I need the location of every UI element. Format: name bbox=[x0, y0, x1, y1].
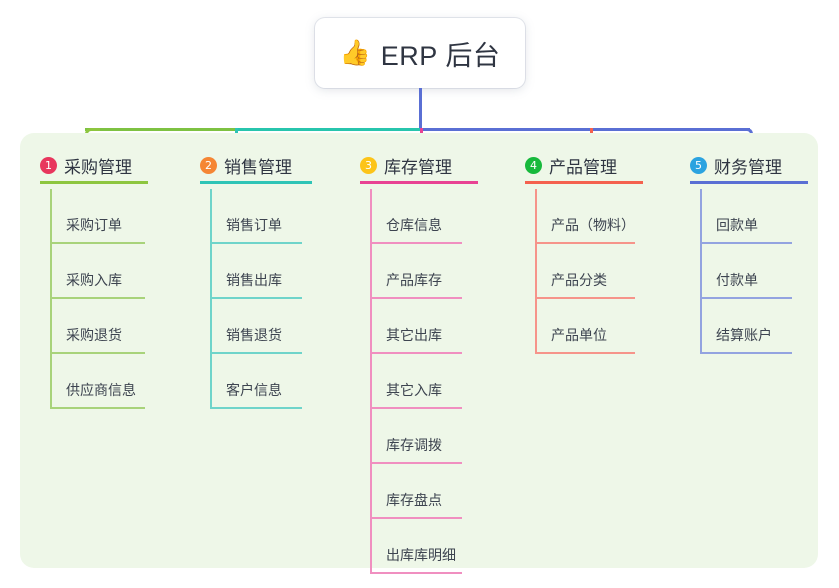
list-item-label: 供应商信息 bbox=[66, 382, 136, 398]
list-item-label: 结算账户 bbox=[716, 327, 772, 343]
item-underline bbox=[535, 297, 635, 299]
column-title: 库存管理 bbox=[384, 158, 452, 177]
item-underline bbox=[700, 352, 792, 354]
item-spine bbox=[370, 409, 372, 464]
item-spine bbox=[210, 354, 212, 409]
item-spine bbox=[535, 244, 537, 299]
item-underline bbox=[50, 297, 145, 299]
list-item-label: 销售订单 bbox=[226, 217, 282, 233]
item-underline bbox=[370, 242, 462, 244]
item-underline bbox=[370, 297, 462, 299]
item-underline bbox=[700, 242, 792, 244]
column-header-3[interactable]: 3 库存管理 bbox=[360, 153, 452, 178]
item-spine bbox=[700, 189, 702, 244]
item-underline bbox=[370, 572, 462, 574]
item-underline bbox=[535, 352, 635, 354]
item-underline bbox=[210, 407, 302, 409]
list-item-label: 采购入库 bbox=[66, 272, 122, 288]
item-underline bbox=[370, 407, 462, 409]
list-item-label: 其它出库 bbox=[386, 327, 442, 343]
item-underline bbox=[700, 297, 792, 299]
list-item-label: 出库库明细 bbox=[386, 547, 456, 563]
list-item-label: 付款单 bbox=[716, 272, 758, 288]
number-badge-icon: 4 bbox=[525, 157, 542, 174]
column-title: 财务管理 bbox=[714, 158, 782, 177]
item-spine bbox=[50, 189, 52, 244]
item-spine bbox=[50, 354, 52, 409]
connector-segment-1 bbox=[85, 128, 235, 131]
item-spine bbox=[535, 299, 537, 354]
item-underline bbox=[50, 242, 145, 244]
list-item-label: 产品分类 bbox=[551, 272, 607, 288]
column-header-1[interactable]: 1 采购管理 bbox=[40, 153, 132, 178]
list-item-label: 销售退货 bbox=[226, 327, 282, 343]
item-spine bbox=[370, 464, 372, 519]
list-item-label: 采购退货 bbox=[66, 327, 122, 343]
number-badge-icon: 1 bbox=[40, 157, 57, 174]
item-underline bbox=[370, 517, 462, 519]
connector-segment-2 bbox=[235, 128, 420, 131]
item-spine bbox=[370, 189, 372, 244]
item-underline bbox=[210, 242, 302, 244]
number-badge-icon: 5 bbox=[690, 157, 707, 174]
column-title: 销售管理 bbox=[224, 158, 292, 177]
list-item-label: 产品单位 bbox=[551, 327, 607, 343]
column-underline bbox=[525, 181, 643, 184]
list-item-label: 销售出库 bbox=[226, 272, 282, 288]
list-item-label: 客户信息 bbox=[226, 382, 282, 398]
item-spine bbox=[700, 299, 702, 354]
column-underline bbox=[690, 181, 808, 184]
column-title: 产品管理 bbox=[549, 158, 617, 177]
item-spine bbox=[370, 244, 372, 299]
branch-panel bbox=[20, 133, 818, 568]
number-badge-icon: 3 bbox=[360, 157, 377, 174]
item-spine bbox=[370, 519, 372, 574]
list-item-label: 产品库存 bbox=[386, 272, 442, 288]
root-node-title: ERP 后台 bbox=[380, 40, 501, 71]
item-underline bbox=[370, 352, 462, 354]
column-header-2[interactable]: 2 销售管理 bbox=[200, 153, 292, 178]
number-badge-icon: 2 bbox=[200, 157, 217, 174]
list-item-label: 其它入库 bbox=[386, 382, 442, 398]
item-spine bbox=[210, 244, 212, 299]
item-underline bbox=[210, 297, 302, 299]
list-item-label: 回款单 bbox=[716, 217, 758, 233]
connector-segment-3 bbox=[420, 128, 750, 131]
item-underline bbox=[370, 462, 462, 464]
root-node[interactable]: 👍 ERP 后台 bbox=[315, 18, 525, 88]
column-header-4[interactable]: 4 产品管理 bbox=[525, 153, 617, 178]
item-underline bbox=[210, 352, 302, 354]
item-spine bbox=[50, 244, 52, 299]
item-spine bbox=[370, 354, 372, 409]
item-underline bbox=[50, 352, 145, 354]
root-trunk-line bbox=[419, 88, 422, 128]
column-underline bbox=[40, 181, 148, 184]
item-underline bbox=[50, 407, 145, 409]
thumbs-up-icon: 👍 bbox=[339, 38, 371, 67]
column-header-5[interactable]: 5 财务管理 bbox=[690, 153, 782, 178]
column-underline bbox=[360, 181, 478, 184]
list-item-label: 仓库信息 bbox=[386, 217, 442, 233]
list-item-label: 采购订单 bbox=[66, 217, 122, 233]
column-title: 采购管理 bbox=[64, 158, 132, 177]
column-underline bbox=[200, 181, 312, 184]
item-spine bbox=[50, 299, 52, 354]
item-spine bbox=[210, 299, 212, 354]
list-item-label: 产品（物料） bbox=[551, 217, 635, 233]
item-spine bbox=[210, 189, 212, 244]
list-item-label: 库存调拨 bbox=[386, 437, 442, 453]
item-spine bbox=[535, 189, 537, 244]
list-item-label: 库存盘点 bbox=[386, 492, 442, 508]
item-spine bbox=[700, 244, 702, 299]
item-underline bbox=[535, 242, 635, 244]
item-spine bbox=[370, 299, 372, 354]
